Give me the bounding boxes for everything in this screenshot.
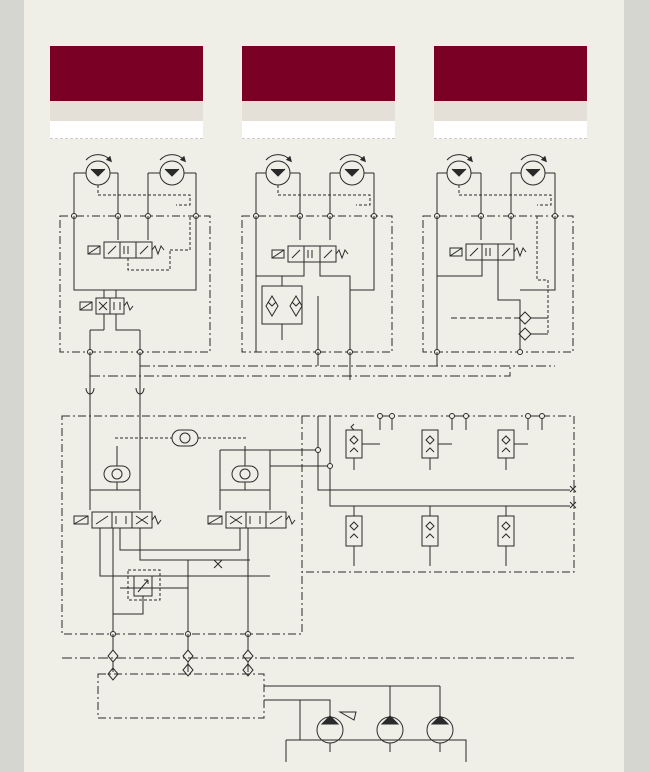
directional-valve bbox=[87, 241, 165, 259]
pump-symbol bbox=[376, 715, 404, 752]
cartridge-valve bbox=[497, 506, 515, 566]
cartridge-valve bbox=[421, 429, 452, 470]
pump-symbol bbox=[316, 711, 357, 752]
valve-bank-dots bbox=[315, 413, 545, 469]
filters bbox=[62, 634, 574, 681]
directional-valve bbox=[449, 243, 527, 261]
module-1-internals bbox=[73, 216, 197, 352]
valve-bank-valves bbox=[345, 423, 528, 566]
module-header-strip bbox=[242, 121, 395, 139]
module-boxes bbox=[59, 215, 574, 353]
motor-symbol bbox=[446, 154, 473, 186]
relief-valve bbox=[127, 569, 161, 601]
cartridge-valve bbox=[421, 506, 439, 566]
control-block bbox=[61, 415, 303, 635]
motor-piping bbox=[73, 172, 556, 215]
motor-symbol bbox=[520, 154, 547, 186]
directional-valve bbox=[207, 511, 296, 529]
shuttle-valve bbox=[115, 429, 246, 447]
cartridge-valve bbox=[497, 429, 528, 470]
module-header-strip bbox=[50, 121, 203, 139]
module-header-bar bbox=[242, 46, 395, 101]
cartridge-valve bbox=[345, 506, 363, 566]
module-header-strip bbox=[434, 121, 587, 139]
pump-symbol bbox=[426, 715, 454, 752]
motor-symbol bbox=[85, 154, 112, 186]
directional-valve bbox=[271, 245, 349, 263]
module-header-3 bbox=[434, 46, 587, 139]
module-header-band bbox=[434, 101, 587, 121]
motor-row bbox=[85, 154, 547, 186]
directional-valve bbox=[73, 511, 162, 529]
pump-supply bbox=[97, 673, 467, 762]
motor-symbol bbox=[339, 154, 366, 186]
module-header-bar bbox=[50, 46, 203, 101]
check-valve bbox=[103, 465, 131, 483]
module-header-2 bbox=[242, 46, 395, 139]
motor-symbol bbox=[159, 154, 186, 186]
check-valves bbox=[451, 311, 548, 341]
check-valve bbox=[231, 465, 259, 483]
interconnect-lines bbox=[85, 352, 555, 420]
pumps bbox=[316, 711, 454, 752]
motor-symbol bbox=[265, 154, 292, 186]
check-valve-bridge bbox=[261, 276, 303, 340]
module-header-bar bbox=[434, 46, 587, 101]
module-header-1 bbox=[50, 46, 203, 139]
module-header-band bbox=[50, 101, 203, 121]
module-2-internals bbox=[255, 216, 375, 352]
cartridge-valve bbox=[345, 423, 380, 470]
module-3-internals bbox=[436, 216, 556, 352]
directional-valve bbox=[79, 297, 134, 315]
module-header-band bbox=[242, 101, 395, 121]
